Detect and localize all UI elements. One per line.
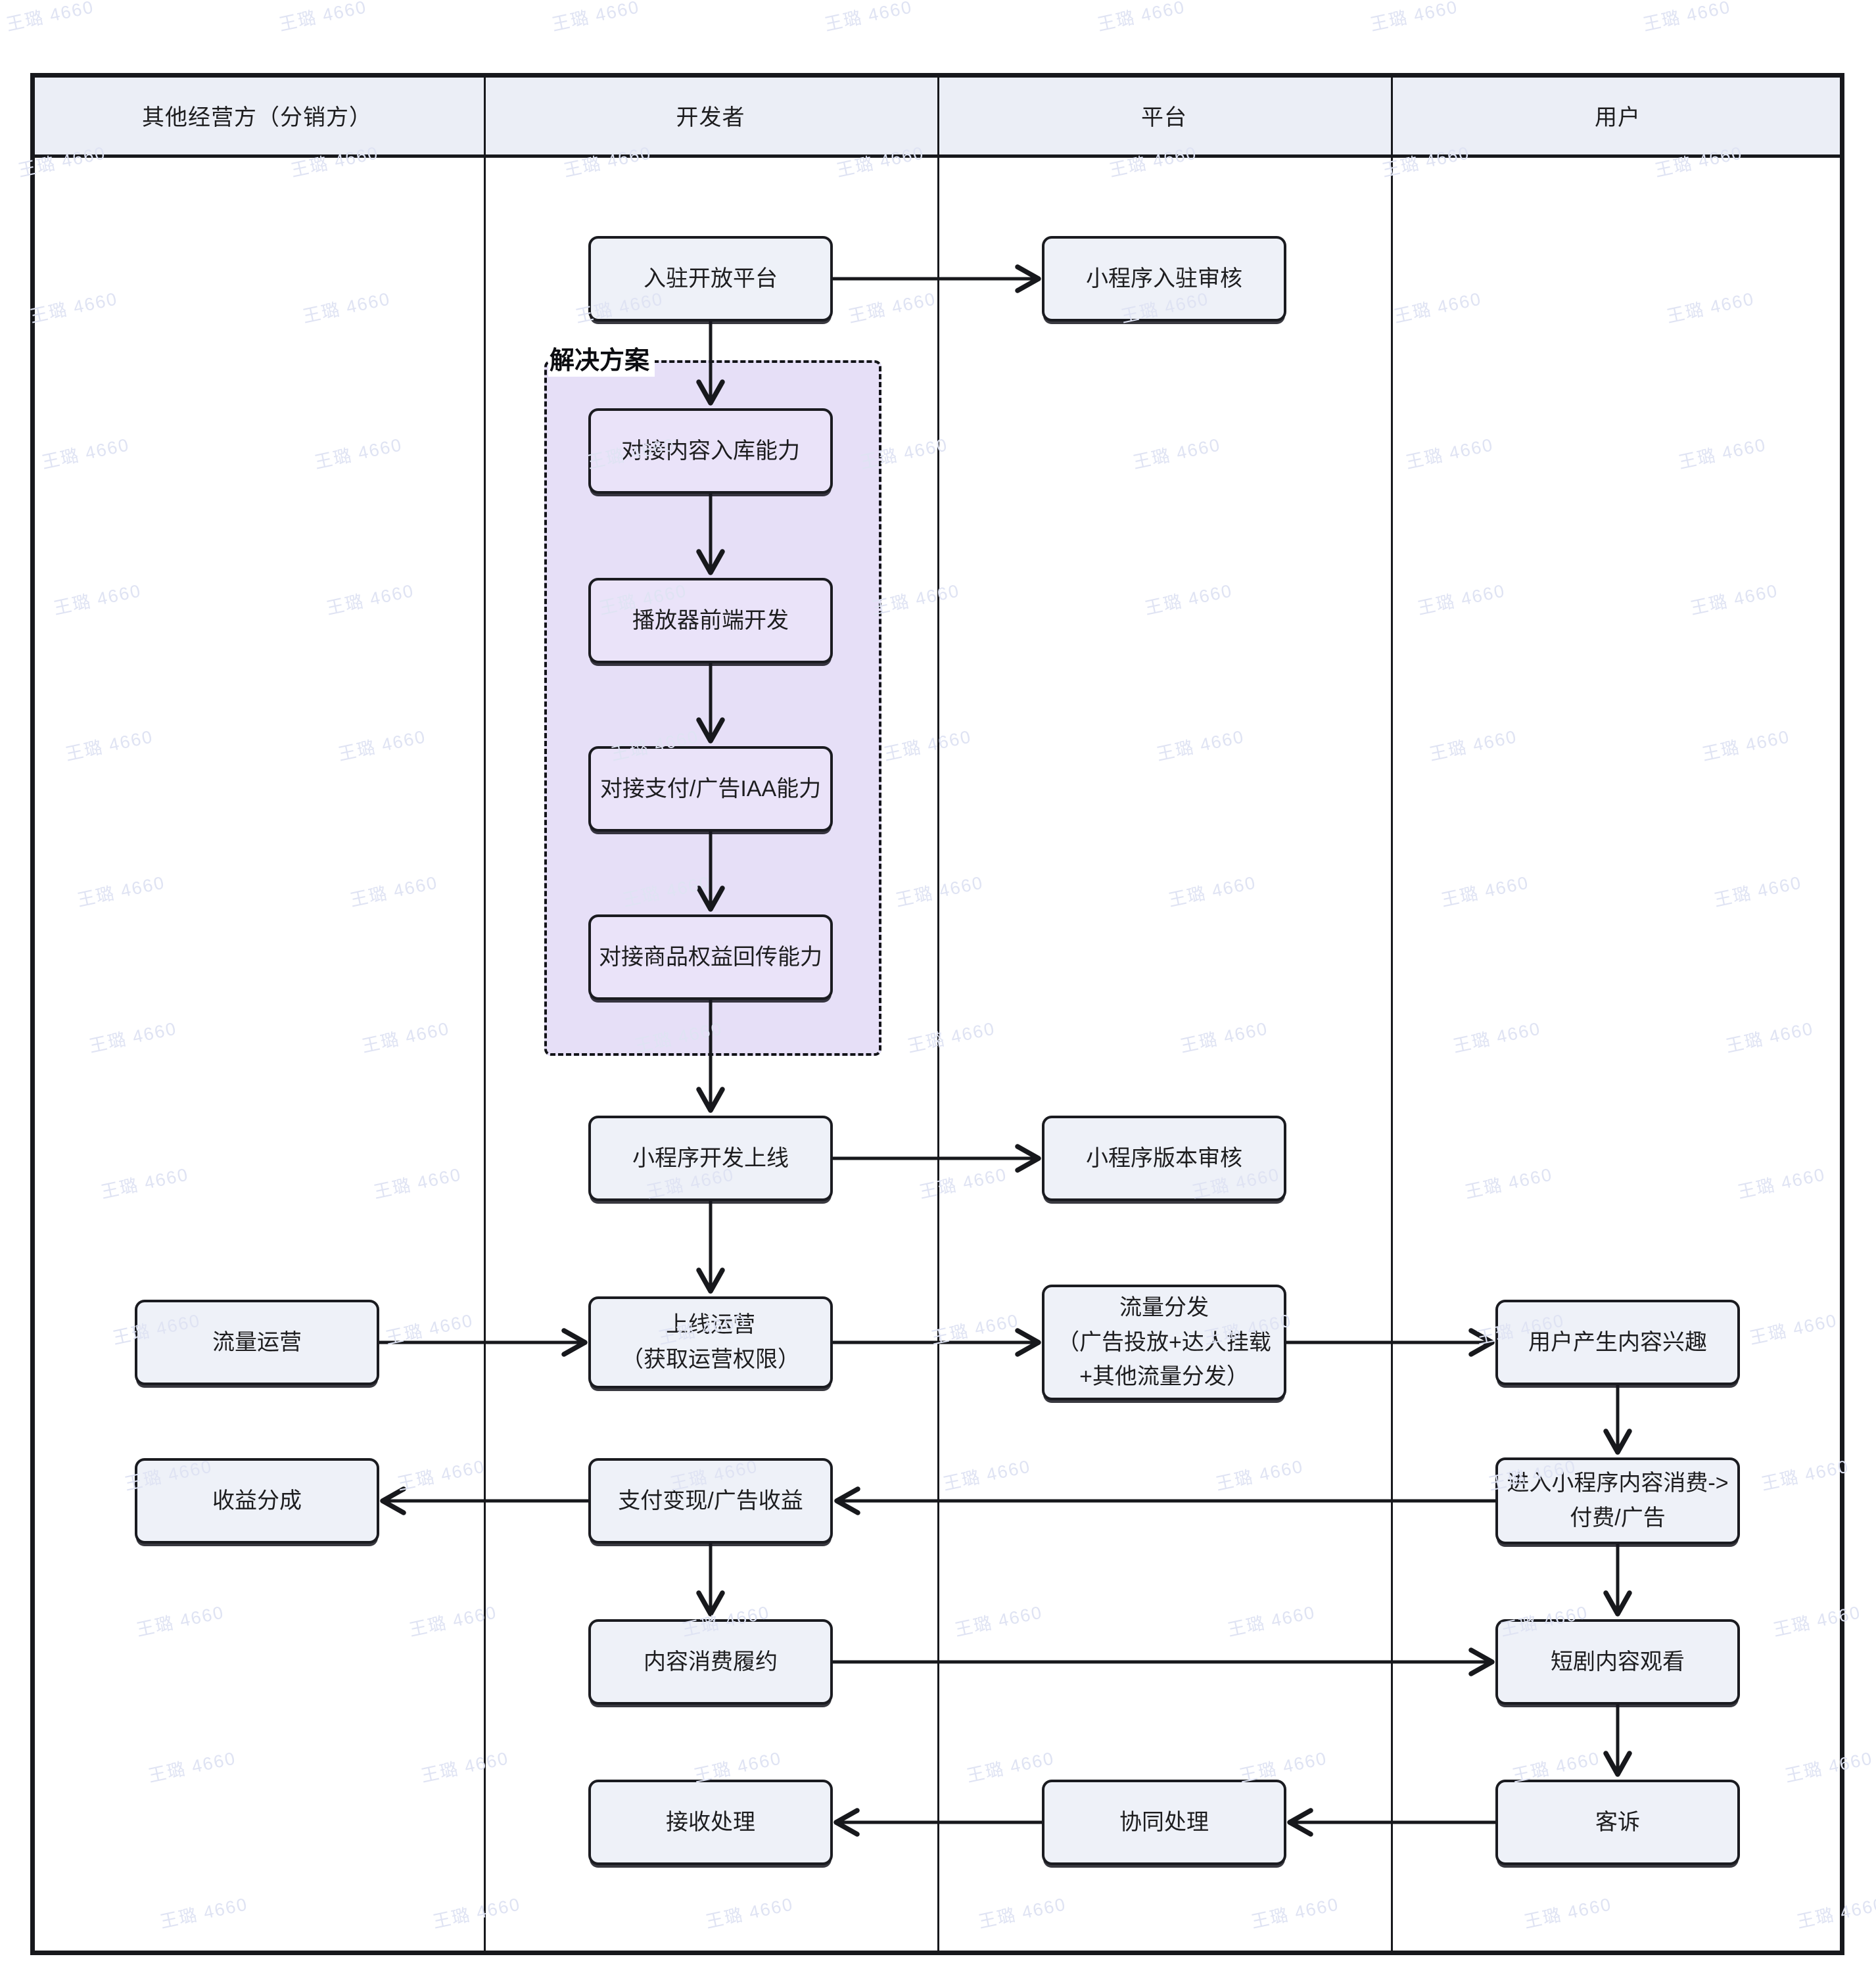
lane-divider-2 <box>937 73 939 1955</box>
lane-header-developer: 开发者 <box>676 105 745 130</box>
node-rights-sync: 对接商品权益回传能力 <box>588 914 833 1000</box>
node-receive-handle: 接收处理 <box>588 1780 833 1865</box>
node-online-operation: 上线运营 （获取运营权限） <box>588 1296 833 1388</box>
node-payment-iaa: 对接支付/广告IAA能力 <box>588 746 833 832</box>
node-enter-miniapp: 进入小程序内容消费-> 付费/广告 <box>1495 1457 1740 1544</box>
node-content-ingest: 对接内容入库能力 <box>588 408 833 494</box>
lane-divider-1 <box>484 73 486 1955</box>
node-version-review: 小程序版本审核 <box>1042 1116 1286 1201</box>
node-traffic-operation: 流量运营 <box>135 1300 379 1385</box>
node-user-interest: 用户产生内容兴趣 <box>1495 1300 1740 1385</box>
node-join-platform: 入驻开放平台 <box>588 236 833 321</box>
lane-divider-3 <box>1391 73 1393 1955</box>
node-traffic-distribution: 流量分发 （广告投放+达人挂载 +其他流量分发） <box>1042 1285 1286 1400</box>
solution-group-label: 解决方案 <box>548 346 655 377</box>
node-co-handle: 协同处理 <box>1042 1780 1286 1865</box>
node-player-frontend: 播放器前端开发 <box>588 578 833 663</box>
node-entry-review: 小程序入驻审核 <box>1042 236 1286 321</box>
lane-header-user: 用户 <box>1595 105 1641 130</box>
lane-header-distributors: 其他经营方（分销方） <box>142 105 372 130</box>
node-monetization: 支付变现/广告收益 <box>588 1458 833 1544</box>
node-mp-launch: 小程序开发上线 <box>588 1116 833 1201</box>
node-revenue-share: 收益分成 <box>135 1458 379 1544</box>
node-watch-drama: 短剧内容观看 <box>1495 1619 1740 1705</box>
node-complaint: 客诉 <box>1495 1780 1740 1865</box>
lane-header-platform: 平台 <box>1141 105 1187 130</box>
node-content-fulfillment: 内容消费履约 <box>588 1619 833 1705</box>
